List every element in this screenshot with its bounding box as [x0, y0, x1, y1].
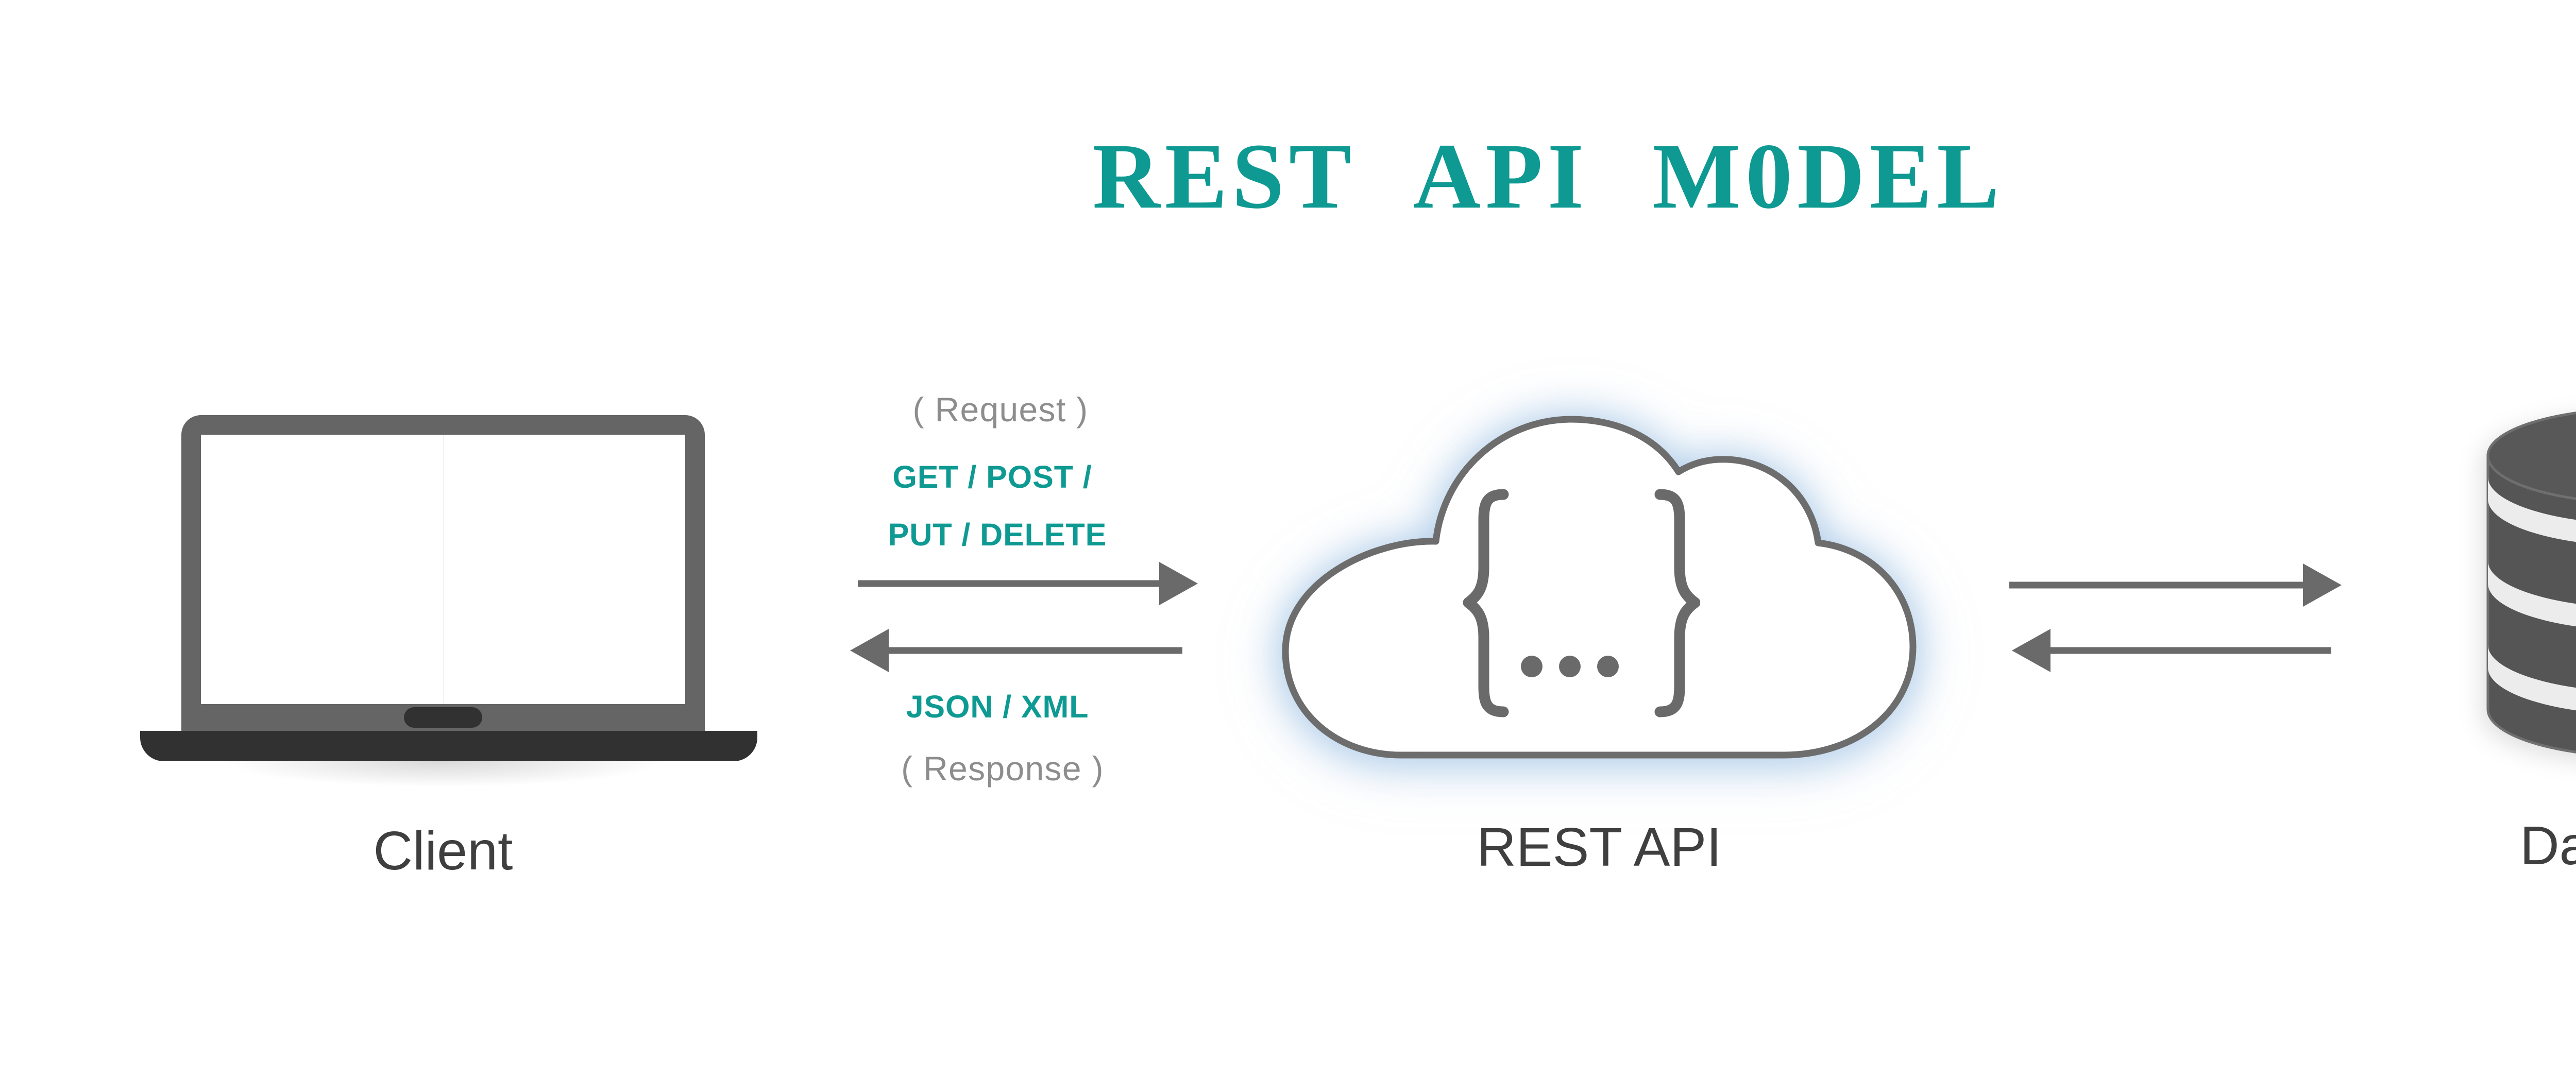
arrow-right-icon: [858, 562, 1198, 605]
response-annotation: ( Response ): [901, 749, 1104, 788]
braces-ellipsis-icon: [1463, 489, 1700, 717]
database-label: Database: [2520, 815, 2576, 876]
page-title: REST API M0DEL: [1092, 125, 2004, 228]
arrow-right-icon: [2009, 563, 2342, 607]
laptop-screen: [201, 435, 685, 704]
cloud-icon: [1282, 416, 1917, 759]
request-methods-line2: PUT / DELETE: [888, 517, 1107, 552]
laptop-icon: [181, 415, 705, 731]
response-formats: JSON / XML: [906, 689, 1089, 724]
database-icon: [2486, 412, 2576, 754]
arrow-left-icon: [850, 629, 1182, 672]
request-methods-line1: GET / POST /: [892, 459, 1092, 494]
rest-api-label: REST API: [1477, 817, 1722, 878]
laptop-shadow: [149, 761, 737, 823]
arrow-left-icon: [2012, 629, 2331, 672]
laptop-notch: [404, 707, 482, 728]
laptop-base: [140, 731, 757, 761]
request-annotation: ( Request ): [912, 390, 1089, 429]
client-label: Client: [373, 820, 513, 881]
